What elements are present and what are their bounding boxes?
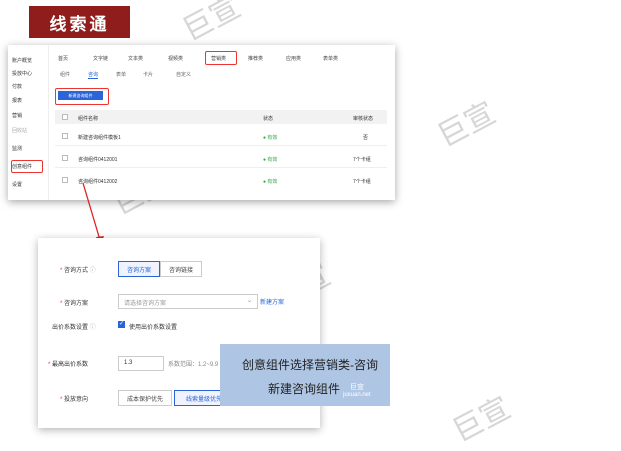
select-all-checkbox[interactable] — [62, 114, 68, 120]
sidebar-item[interactable]: 设置 — [12, 182, 23, 188]
sub-tab[interactable]: 自定义 — [176, 72, 192, 78]
highlight-box — [11, 160, 43, 173]
radio-consult-link[interactable]: 咨询链接 — [160, 261, 202, 277]
field-label: * 咨询方式 ⓘ — [60, 268, 96, 274]
table-cell[interactable]: 咨询组件0412002 — [78, 179, 118, 185]
table-cell[interactable]: 新建咨询组件模板1 — [78, 135, 121, 141]
divider — [55, 167, 387, 168]
caption-line: 新建咨询组件 — [268, 382, 341, 396]
status-badge: ● 有效 — [263, 157, 278, 163]
sidebar-item[interactable]: 营销 — [12, 113, 23, 119]
column-header: 审核状态 — [353, 116, 374, 122]
nav-item[interactable]: 应用类 — [286, 56, 302, 62]
column-header: 状态 — [263, 116, 274, 122]
table-cell: 7个卡组 — [353, 157, 371, 163]
banner-title: 线索通 — [29, 6, 130, 38]
bid-setting-checkbox[interactable]: ✓ — [118, 321, 125, 328]
field-label: 出价系数设置 ⓘ — [52, 325, 96, 331]
field-label: * 咨询方案 — [60, 301, 89, 307]
table-cell: 否 — [363, 135, 369, 141]
sidebar-item[interactable]: 投放中心 — [12, 71, 33, 77]
highlight-box — [55, 88, 109, 105]
watermark-logo: 巨宣 — [350, 384, 364, 391]
divider — [55, 145, 387, 146]
sub-tab[interactable]: 卡片 — [143, 72, 154, 78]
nav-item[interactable]: 文本类 — [128, 56, 144, 62]
nav-item[interactable]: 视频类 — [168, 56, 184, 62]
sidebar: 账户概览 投放中心 付款 报表 营销 回收站 监测 创意组件 设置 — [8, 45, 49, 200]
status-badge: ● 有效 — [263, 135, 278, 141]
consult-plan-select[interactable]: 请选择咨询方案 ⌄ — [118, 294, 258, 309]
nav-item-marketing[interactable]: 营销类 — [211, 56, 227, 62]
row-checkbox[interactable] — [62, 133, 68, 139]
nav-item[interactable]: 文字链 — [93, 56, 109, 62]
row-checkbox[interactable] — [62, 155, 68, 161]
checkbox-label: 使用出价系数设置 — [129, 325, 178, 331]
table-cell: 7个卡组 — [353, 179, 371, 185]
nav-item[interactable]: 首页 — [58, 56, 69, 62]
chevron-down-icon: ⌄ — [246, 298, 252, 304]
watermark-url: juxuan.net — [343, 392, 371, 398]
sidebar-item[interactable]: 账户概览 — [12, 58, 33, 64]
nav-item[interactable]: 推荐类 — [248, 56, 264, 62]
sidebar-item[interactable]: 回收站 — [12, 128, 28, 134]
sidebar-item[interactable]: 监测 — [12, 146, 23, 152]
list-screenshot: 账户概览 投放中心 付款 报表 营销 回收站 监测 创意组件 设置 首页 文字链… — [8, 45, 395, 200]
status-badge: ● 有效 — [263, 179, 278, 185]
row-checkbox[interactable] — [62, 177, 68, 183]
range-hint: 系数范围：1.2~9.9 — [168, 362, 219, 368]
sidebar-item[interactable]: 付款 — [12, 84, 23, 90]
table-header — [55, 110, 387, 124]
caption-box: 创意组件选择营销类-咨询 新建咨询组件 巨宣 juxuan.net — [220, 344, 390, 406]
radio-consult-plan[interactable]: 咨询方案 — [118, 261, 160, 277]
field-label: * 投放意向 — [60, 397, 89, 403]
max-bid-input[interactable]: 1.3 — [118, 356, 164, 371]
sidebar-item[interactable]: 报表 — [12, 98, 23, 104]
sub-tab-consult[interactable]: 咨询 — [88, 72, 99, 79]
nav-item[interactable]: 表单类 — [323, 56, 339, 62]
sidebar-item-creative[interactable]: 创意组件 — [12, 164, 33, 170]
sub-tab[interactable]: 表单 — [116, 72, 127, 78]
new-plan-link[interactable]: 新建方案 — [260, 300, 285, 306]
select-placeholder: 请选择咨询方案 — [124, 301, 167, 307]
radio-cost-first[interactable]: 成本保护优先 — [118, 390, 172, 406]
field-label: * 最高出价系数 — [48, 362, 89, 368]
new-consult-button[interactable]: 新建咨询组件 — [58, 91, 103, 100]
highlight-box — [205, 51, 237, 65]
caption-line: 创意组件选择营销类-咨询 — [242, 358, 378, 372]
sub-tab[interactable]: 组件 — [60, 72, 71, 78]
table-cell[interactable]: 咨询组件0412001 — [78, 157, 118, 163]
column-header: 组件名称 — [78, 116, 99, 122]
